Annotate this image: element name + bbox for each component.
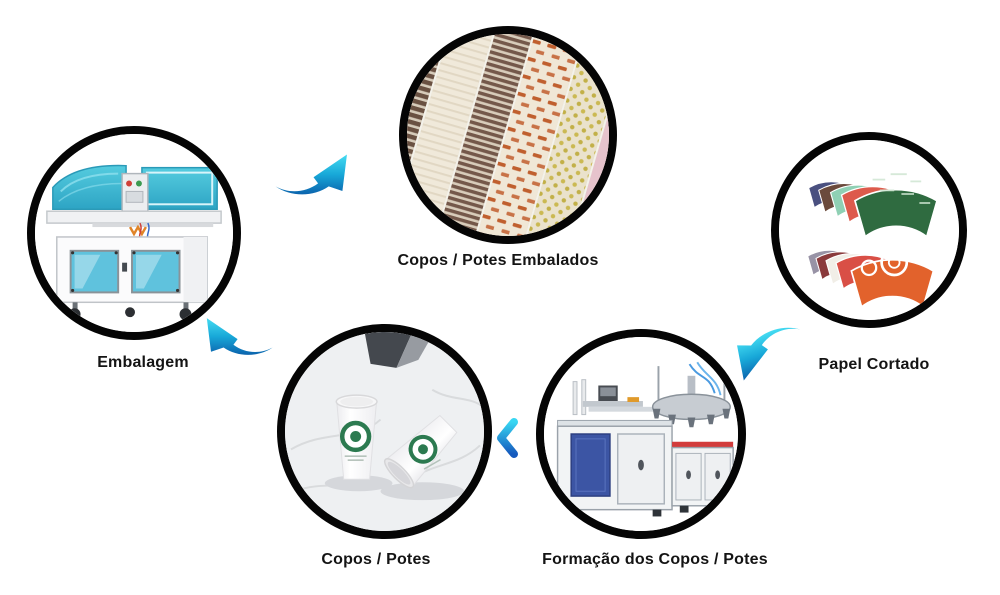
cup-shadow (380, 482, 465, 501)
stage-circle-papel-cortado (771, 132, 967, 328)
stage-label-copos-potes-embalados: Copos / Potes Embalados (397, 252, 599, 269)
upright-cup (335, 394, 378, 480)
orange-coil (128, 224, 147, 237)
stage-label-copos-potes: Copos / Potes (321, 551, 431, 568)
machine-left-cabinet (556, 419, 673, 511)
stage-circle-embalagem (27, 126, 241, 340)
packaging-machine-photo (35, 134, 233, 332)
background-dark-slab (364, 332, 413, 368)
green-fan-text-marks (872, 173, 931, 204)
paper-cups-photo (285, 332, 484, 531)
machine-body (56, 236, 209, 304)
tilted-cup (383, 414, 458, 489)
stage-circle-copos-potes-embalados (399, 26, 617, 244)
cup-sleeve-tubes (407, 34, 609, 236)
arrow-up-right-icon (274, 148, 350, 202)
machine-right-cabinet (671, 441, 734, 507)
cut-paper-fan-blanks-photo (779, 140, 959, 320)
chevron-left-icon (495, 417, 520, 459)
cup-forming-machine-photo (544, 337, 738, 531)
machine-top-covers (52, 164, 218, 212)
orange-fan-ring-logo (860, 248, 909, 277)
packaged-cup-sleeves-photo (407, 34, 609, 236)
stage-label-papel-cortado: Papel Cortado (818, 356, 930, 373)
arrow-down-left-icon (737, 318, 802, 384)
stage-circle-formacao (536, 329, 746, 539)
machine-top-mechanism (572, 361, 731, 428)
cup-shadow (324, 475, 393, 492)
arrow-up-left-icon (204, 310, 274, 364)
stage-circle-copos-potes (277, 324, 492, 539)
stage-label-embalagem: Embalagem (97, 354, 189, 371)
stage-label-formacao: Formação dos Copos / Potes (542, 551, 768, 568)
